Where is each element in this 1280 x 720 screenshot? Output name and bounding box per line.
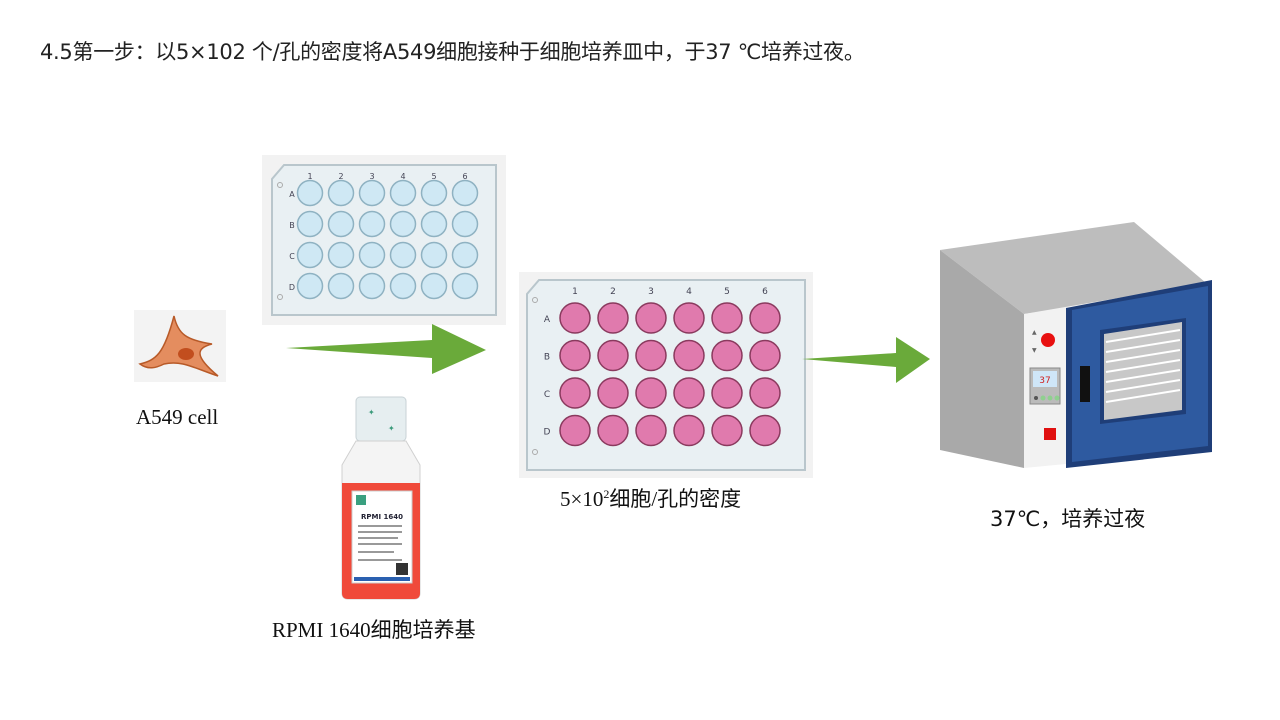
plate-well — [749, 377, 781, 409]
svg-text:▲: ▲ — [1032, 329, 1037, 336]
plate-row-label: C — [289, 252, 295, 261]
plate-well — [420, 179, 448, 207]
plate-column-label: 3 — [648, 287, 654, 297]
plate-well — [296, 272, 324, 300]
plate-row-label: B — [544, 353, 550, 363]
plate-well — [358, 210, 386, 238]
plate-well — [749, 414, 781, 447]
plate-row-label: C — [544, 390, 550, 400]
svg-text:✦: ✦ — [388, 424, 395, 433]
density-prefix: 5×10 — [560, 487, 604, 511]
plate-column-label: 6 — [462, 172, 467, 181]
plate-well — [597, 414, 629, 447]
plate-well — [597, 339, 629, 372]
plate-well — [389, 241, 417, 269]
plate-well — [327, 272, 355, 300]
cell-icon — [134, 310, 226, 382]
plate-well — [420, 210, 448, 238]
plate-column-label: 2 — [610, 287, 616, 297]
plate-row-label: B — [289, 221, 295, 230]
plate-well — [358, 241, 386, 269]
plate-well — [635, 302, 667, 334]
plate-well — [559, 414, 591, 447]
svg-text:▼: ▼ — [1032, 347, 1037, 354]
plate-column-label: 6 — [762, 287, 768, 297]
plate-well — [711, 414, 743, 447]
plate-well — [597, 377, 629, 409]
plate-well — [749, 302, 781, 334]
plate-well — [296, 241, 324, 269]
plate-well — [673, 414, 705, 447]
plate-well — [749, 339, 781, 372]
plate-well — [559, 377, 591, 409]
plate-well — [559, 302, 591, 334]
plate-well — [711, 339, 743, 372]
24-well-plate-seeded-icon: 1 2 3 4 5 6A B C D — [519, 272, 813, 478]
plate-well — [451, 210, 479, 238]
24-well-plate-empty-icon: 1 2 3 4 5 6A B C D — [262, 155, 506, 325]
plate-row-label: D — [289, 283, 295, 292]
plate-well — [635, 414, 667, 447]
plate-well — [327, 241, 355, 269]
plate-well — [389, 179, 417, 207]
plate-well — [597, 302, 629, 334]
arrow-right-icon — [286, 324, 486, 374]
plate-row-label: A — [289, 190, 295, 199]
plate-well — [420, 241, 448, 269]
incubator-icon: ▲ ▼ 37 — [940, 222, 1212, 468]
bottle-label: RPMI 1640 — [361, 513, 403, 521]
plate-row-label: D — [544, 428, 551, 438]
plate-well — [673, 302, 705, 334]
density-label: 5×102细胞/孔的密度 — [560, 483, 741, 513]
incubator-display: 37 — [1039, 376, 1050, 386]
plate-row-label: A — [544, 315, 551, 325]
plate-well — [559, 339, 591, 372]
medium-label: RPMI 1640细胞培养基 — [272, 618, 476, 642]
medium-bottle-icon: ✦ ✦ RPMI 1640 — [341, 396, 421, 600]
plate-well — [358, 179, 386, 207]
plate-well — [358, 272, 386, 300]
plate-well — [296, 210, 324, 238]
plate-well — [635, 339, 667, 372]
plate-well — [711, 302, 743, 334]
plate-column-label: 3 — [369, 172, 374, 181]
plate-column-label: 2 — [338, 172, 343, 181]
arrow-right-icon — [802, 337, 930, 383]
plate-column-label: 4 — [686, 287, 692, 297]
plate-column-label: 5 — [431, 172, 436, 181]
density-exponent: 2 — [603, 487, 610, 501]
plate-well — [451, 241, 479, 269]
plate-well — [711, 377, 743, 409]
cell-label: A549 cell — [136, 405, 219, 429]
plate-well — [420, 272, 448, 300]
plate-well — [451, 272, 479, 300]
plate-column-label: 5 — [724, 287, 730, 297]
plate-column-label: 4 — [400, 172, 405, 181]
plate-well — [673, 377, 705, 409]
density-suffix: 细胞/孔的密度 — [609, 487, 742, 511]
plate-well — [635, 377, 667, 409]
plate-well — [673, 339, 705, 372]
plate-well — [451, 179, 479, 207]
plate-column-label: 1 — [572, 287, 578, 297]
plate-well — [327, 179, 355, 207]
plate-well — [389, 272, 417, 300]
plate-well — [327, 210, 355, 238]
plate-well — [296, 179, 324, 207]
incubation-label: 37℃，培养过夜 — [990, 507, 1146, 531]
plate-well — [389, 210, 417, 238]
plate-column-label: 1 — [307, 172, 312, 181]
step-title: 4.5第一步：以5×102 个/孔的密度将A549细胞接种于细胞培养皿中，于37… — [40, 40, 865, 64]
svg-text:✦: ✦ — [368, 408, 375, 417]
